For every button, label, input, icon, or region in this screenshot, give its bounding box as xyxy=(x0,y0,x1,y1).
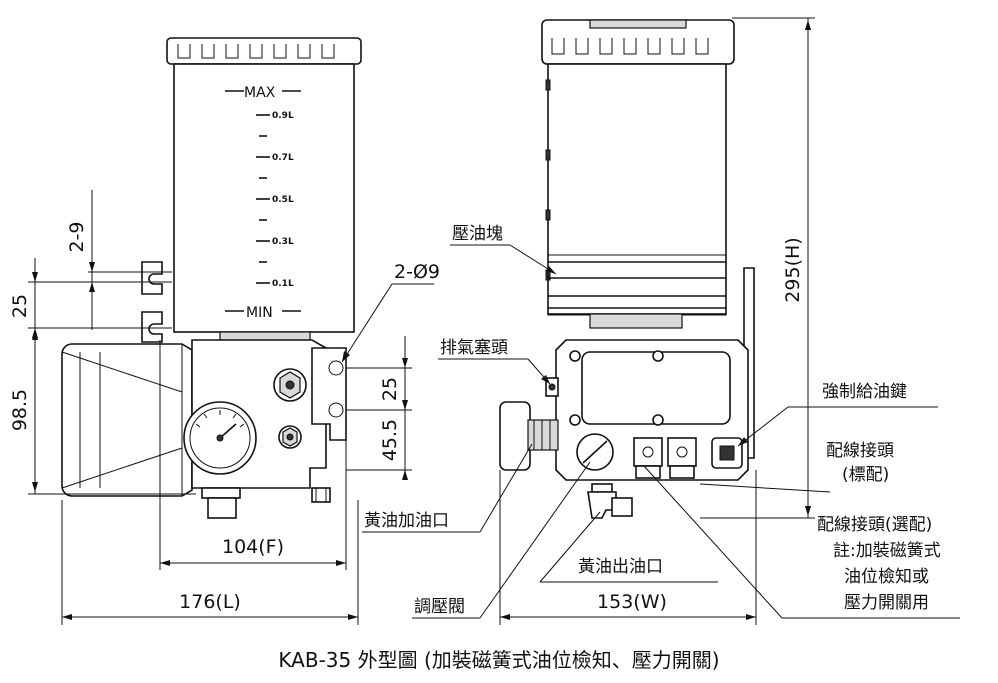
side-view: MAX 0.9L 0.7L 0.5L 0.3L 0.1L MIN xyxy=(61,37,362,519)
scale-mark-03: 0.3L xyxy=(272,237,294,247)
dim-295: 295(H) xyxy=(782,237,804,302)
front-tank xyxy=(547,63,727,315)
label-note-2: 油位檢知或 xyxy=(844,567,929,587)
label-pressure-valve: 調壓閥 xyxy=(414,597,465,617)
wiring-connector-2 xyxy=(667,437,697,467)
tank-lid xyxy=(166,37,362,65)
dim-153: 153(W) xyxy=(597,591,667,613)
label-forced-feed-key: 強制給油鍵 xyxy=(822,382,907,402)
bracket-hook-upper xyxy=(141,261,163,295)
grease-tank xyxy=(173,63,355,333)
scale-min-label: MIN xyxy=(246,305,273,321)
front-view xyxy=(499,19,755,519)
label-wiring-std-2: (標配) xyxy=(842,465,889,485)
dim-25-right: 25 xyxy=(379,377,401,401)
fitting-upper xyxy=(273,368,307,402)
outlet-nut xyxy=(201,487,241,499)
grease-outlet-fitting xyxy=(587,491,617,519)
scale-mark-01: 0.1L xyxy=(272,279,294,289)
wiring-connector-opt xyxy=(633,437,663,467)
label-note-1: 註:加裝磁簧式 xyxy=(833,541,941,561)
bracket-hook-lower xyxy=(141,311,163,343)
dim-176: 176(L) xyxy=(179,591,241,613)
control-box-cover xyxy=(581,351,731,425)
label-note-3: 壓力開關用 xyxy=(844,593,929,613)
front-gauge xyxy=(499,401,531,471)
mount-hole-upper xyxy=(328,360,344,376)
dim-2-9: 2-9 xyxy=(66,221,88,252)
lid-ribs xyxy=(177,44,335,59)
fitting-lower xyxy=(278,425,302,449)
scale-mark-07: 0.7L xyxy=(272,153,294,163)
lid-top-cap xyxy=(589,19,687,29)
dim-25-left: 25 xyxy=(9,294,31,318)
dim-45-5: 45.5 xyxy=(379,419,401,461)
front-gauge-fitting xyxy=(527,419,559,451)
outlet-side-fitting xyxy=(611,497,633,517)
mount-hole-lower xyxy=(328,402,344,418)
front-view-dimensions: 295(H) 153(W) 壓油塊 排氣塞頭 強制給油鍵 配線接頭 (標配) 黃… xyxy=(362,17,960,625)
side-plug xyxy=(311,487,331,503)
scale-mark-05: 0.5L xyxy=(272,195,294,205)
label-wiring-std-1: 配線接頭 xyxy=(826,441,894,461)
dim-hole: 2-Ø9 xyxy=(394,261,440,283)
side-view-dimensions: 2-9 25 98.5 2-Ø9 25 45.5 1 xyxy=(9,190,440,625)
label-grease-inlet: 黃油加油口 xyxy=(364,511,449,531)
label-grease-outlet: 黃油出油口 xyxy=(578,557,663,577)
scale-max-label: MAX xyxy=(244,85,276,101)
motor-housing xyxy=(61,343,193,497)
label-wiring-opt: 配線接頭(選配) xyxy=(817,515,932,535)
scale-mark-09: 0.9L xyxy=(272,111,294,121)
label-air-bleed-plug: 排氣塞頭 xyxy=(440,338,508,358)
label-pressure-block: 壓油塊 xyxy=(452,224,503,244)
front-neck xyxy=(589,313,683,329)
drawing-caption: KAB-35 外型圖 (加裝磁簧式油位檢知、壓力開關) xyxy=(278,648,719,672)
dim-98-5: 98.5 xyxy=(9,389,31,431)
outlet-fitting xyxy=(207,497,237,519)
tank-scale: MAX 0.9L 0.7L 0.5L 0.3L 0.1L MIN xyxy=(225,85,301,321)
dim-104: 104(F) xyxy=(222,536,284,558)
